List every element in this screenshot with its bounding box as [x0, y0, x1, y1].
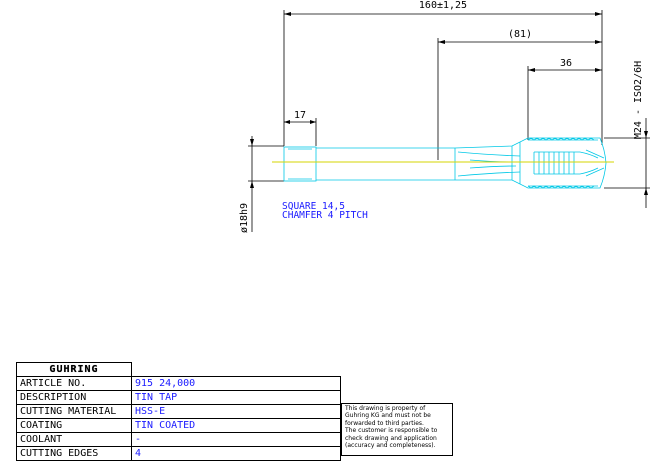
note-square: SQUARE 14,5 [282, 201, 345, 212]
dim-thread-length: 36 [560, 58, 572, 69]
row-label: COATING [16, 418, 132, 433]
row-value: 915 24,000 [131, 376, 341, 391]
row-label: COOLANT [16, 432, 132, 447]
table-row: CUTTING MATERIAL HSS-E [16, 404, 341, 419]
dim-square-length: 17 [294, 110, 306, 121]
table-row: COATING TIN COATED [16, 418, 341, 433]
row-value: 4 [131, 446, 341, 461]
dim-shank-length: (81) [508, 29, 532, 40]
note-chamfer: CHAMFER 4 PITCH [282, 210, 368, 221]
row-value: HSS-E [131, 404, 341, 419]
table-row: CUTTING EDGES 4 [16, 446, 341, 461]
row-label: DESCRIPTION [16, 390, 132, 405]
dim-thread-spec: M24 - ISO2/6H [633, 61, 644, 139]
row-value: TIN TAP [131, 390, 341, 405]
company-logo: GUHRING [16, 362, 132, 377]
disclaimer-line: (accuracy and completeness). [345, 442, 436, 450]
row-value: TIN COATED [131, 418, 341, 433]
dimension-lines [248, 10, 650, 232]
disclaimer-line: The customer is responsible to [345, 427, 438, 435]
table-row: ARTICLE NO. 915 24,000 [16, 376, 341, 391]
row-label: CUTTING EDGES [16, 446, 132, 461]
disclaimer-line: Guhring KG and must not be [345, 412, 431, 420]
dim-shank-diameter: ø18h9 [239, 203, 250, 233]
disclaimer-box: This drawing is property of Guhring KG a… [341, 403, 453, 456]
table-row: DESCRIPTION TIN TAP [16, 390, 341, 405]
logo-spacer [131, 362, 341, 377]
row-label: ARTICLE NO. [16, 376, 132, 391]
disclaimer-line: This drawing is property of [345, 405, 426, 412]
disclaimer-line: check drawing and application [345, 434, 437, 442]
row-label: CUTTING MATERIAL [16, 404, 132, 419]
tap-outline [283, 137, 607, 189]
row-value: - [131, 432, 341, 447]
disclaimer-line: forwarded to third parties. [345, 419, 424, 427]
dim-overall-length: 160±1,25 [419, 0, 467, 11]
title-block-logo-row: GUHRING [16, 362, 341, 377]
table-row: COOLANT - [16, 432, 341, 447]
title-block: GUHRING ARTICLE NO. 915 24,000 DESCRIPTI… [16, 362, 341, 461]
